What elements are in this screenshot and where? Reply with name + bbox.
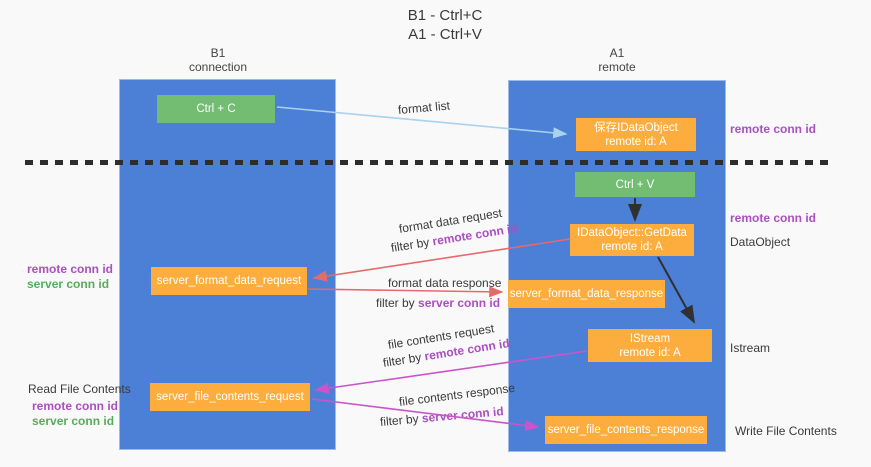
server-format-data-response-box: server_format_data_response <box>508 280 665 308</box>
left-conn-id-labels-bottom: remote conn id server conn id <box>32 399 118 429</box>
file-contents-response-filter-label: filter by server conn id <box>379 404 504 429</box>
column-header-a1-name: A1 <box>609 46 625 60</box>
idataobject-getdata-box: IDataObject::GetData remote id: A <box>570 224 694 256</box>
read-file-contents-label: Read File Contents <box>28 382 131 396</box>
filter-by-text: filter by <box>376 296 419 310</box>
idataobject-getdata-line1: IDataObject::GetData <box>577 227 687 239</box>
server-conn-id-text: server conn id <box>421 404 505 426</box>
server-file-contents-response-box: server_file_contents_response <box>545 416 707 444</box>
column-header-b1-name: B1 <box>210 46 226 60</box>
left-conn-id-labels-top: remote conn id server conn id <box>27 262 113 292</box>
right-remote-conn-id-label-mid: remote conn id <box>730 211 817 225</box>
istream-box: IStream remote id: A <box>588 329 712 362</box>
filter-by-text: filter by <box>379 411 423 429</box>
format-data-response-filter-label: filter by server conn id <box>376 296 500 310</box>
idataobject-getdata-line2: remote id: A <box>601 241 663 253</box>
server-format-data-request-label: server_format_data_request <box>156 275 302 287</box>
server-format-data-response-label: server_format_data_response <box>509 288 664 300</box>
save-idataobject-line2: remote id: A <box>605 135 667 148</box>
server-format-data-request-box: server_format_data_request <box>151 267 307 295</box>
left-remote-conn-id-label-bottom: remote conn id <box>32 399 119 413</box>
left-server-conn-id-label-top: server conn id <box>27 277 110 291</box>
ctrl-c-label: Ctrl + C <box>196 103 236 115</box>
save-idataobject-line1: 保存IDataObject <box>594 121 678 134</box>
server-file-contents-response-label: server_file_contents_response <box>547 424 705 436</box>
filter-by-text: filter by <box>381 349 426 370</box>
column-header-a1: A1 remote <box>557 46 677 74</box>
diagram-title: B1 - Ctrl+C A1 - Ctrl+V <box>300 6 590 44</box>
format-data-response-label: format data response <box>388 276 502 290</box>
filter-by-text: filter by <box>389 234 434 255</box>
server-conn-id-text: server conn id <box>418 296 501 310</box>
dataobject-label: DataObject <box>730 235 791 249</box>
save-idataobject-box: 保存IDataObject remote id: A <box>576 118 696 151</box>
istream-line2: remote id: A <box>619 346 681 359</box>
ctrl-v-box: Ctrl + V <box>575 172 695 197</box>
left-remote-conn-id-label-top: remote conn id <box>27 262 114 276</box>
title-line-2: A1 - Ctrl+V <box>408 26 482 43</box>
title-line-1: B1 - Ctrl+C <box>407 7 483 24</box>
format-list-label: format list <box>397 98 451 117</box>
session-divider-dashed-line <box>25 160 830 165</box>
left-server-conn-id-label-bottom: server conn id <box>32 414 115 428</box>
istream-line1: IStream <box>629 332 671 345</box>
write-file-contents-label: Write File Contents <box>735 424 837 438</box>
server-file-contents-request-label: server_file_contents_request <box>156 391 304 403</box>
ctrl-c-box: Ctrl + C <box>157 95 275 123</box>
column-header-b1-role: connection <box>188 60 248 74</box>
istream-side-label: Istream <box>730 341 771 355</box>
column-header-b1: B1 connection <box>158 46 278 74</box>
ctrl-v-label: Ctrl + V <box>615 178 655 191</box>
right-remote-conn-id-label-top: remote conn id <box>730 122 817 136</box>
server-file-contents-request-box: server_file_contents_request <box>150 383 310 411</box>
column-header-a1-role: remote <box>598 60 636 74</box>
